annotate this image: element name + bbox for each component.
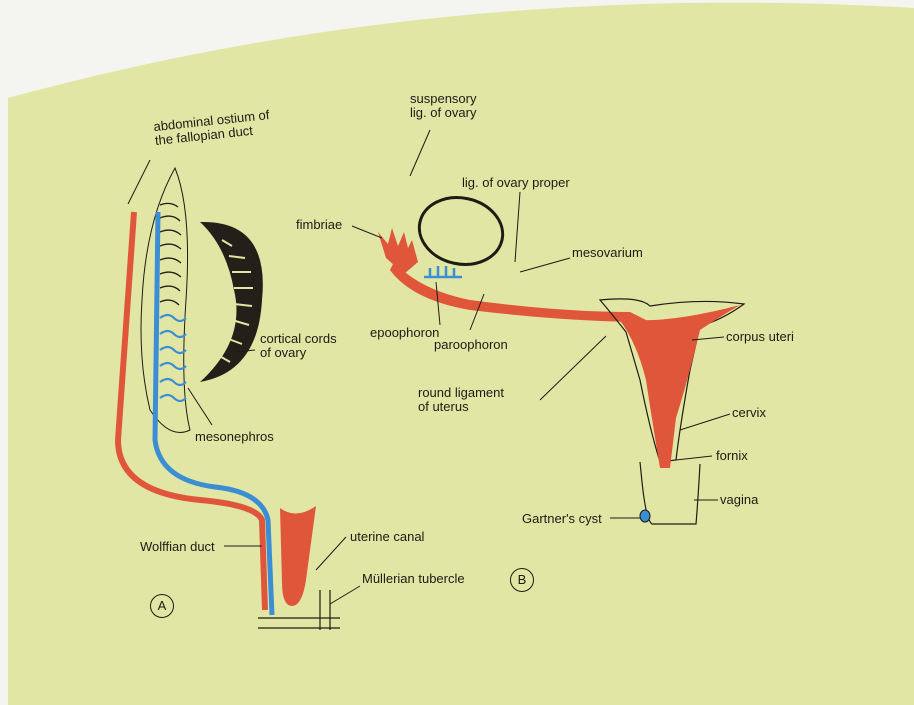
label-mesovarium: mesovarium (572, 246, 643, 260)
label-round-ligament: round ligament of uterus (418, 386, 504, 414)
label-epoophoron: epoophoron (370, 326, 439, 340)
label-mullerian-tubercle: Müllerian tubercle (362, 572, 465, 586)
label-paroophoron: paroophoron (434, 338, 508, 352)
label-mesonephros: mesonephros (195, 430, 274, 444)
label-fimbriae: fimbriae (296, 218, 342, 232)
panel-b-badge: B (510, 568, 534, 592)
gartners-cyst-blob (640, 510, 650, 522)
label-wolffian-duct: Wolffian duct (140, 540, 215, 554)
paper-left-shadow (0, 0, 8, 705)
label-cortical-cords: cortical cords of ovary (260, 332, 337, 360)
label-vagina: vagina (720, 493, 758, 507)
label-uterine-canal: uterine canal (350, 530, 424, 544)
label-ligament-ovary-proper: lig. of ovary proper (462, 176, 570, 190)
label-gartners-cyst: Gartner's cyst (522, 512, 602, 526)
label-fornix: fornix (716, 449, 748, 463)
label-suspensory-ligament: suspensory lig. of ovary (410, 92, 476, 120)
label-corpus-uteri: corpus uteri (726, 330, 794, 344)
panel-a-badge: A (150, 594, 174, 618)
label-cervix: cervix (732, 406, 766, 420)
